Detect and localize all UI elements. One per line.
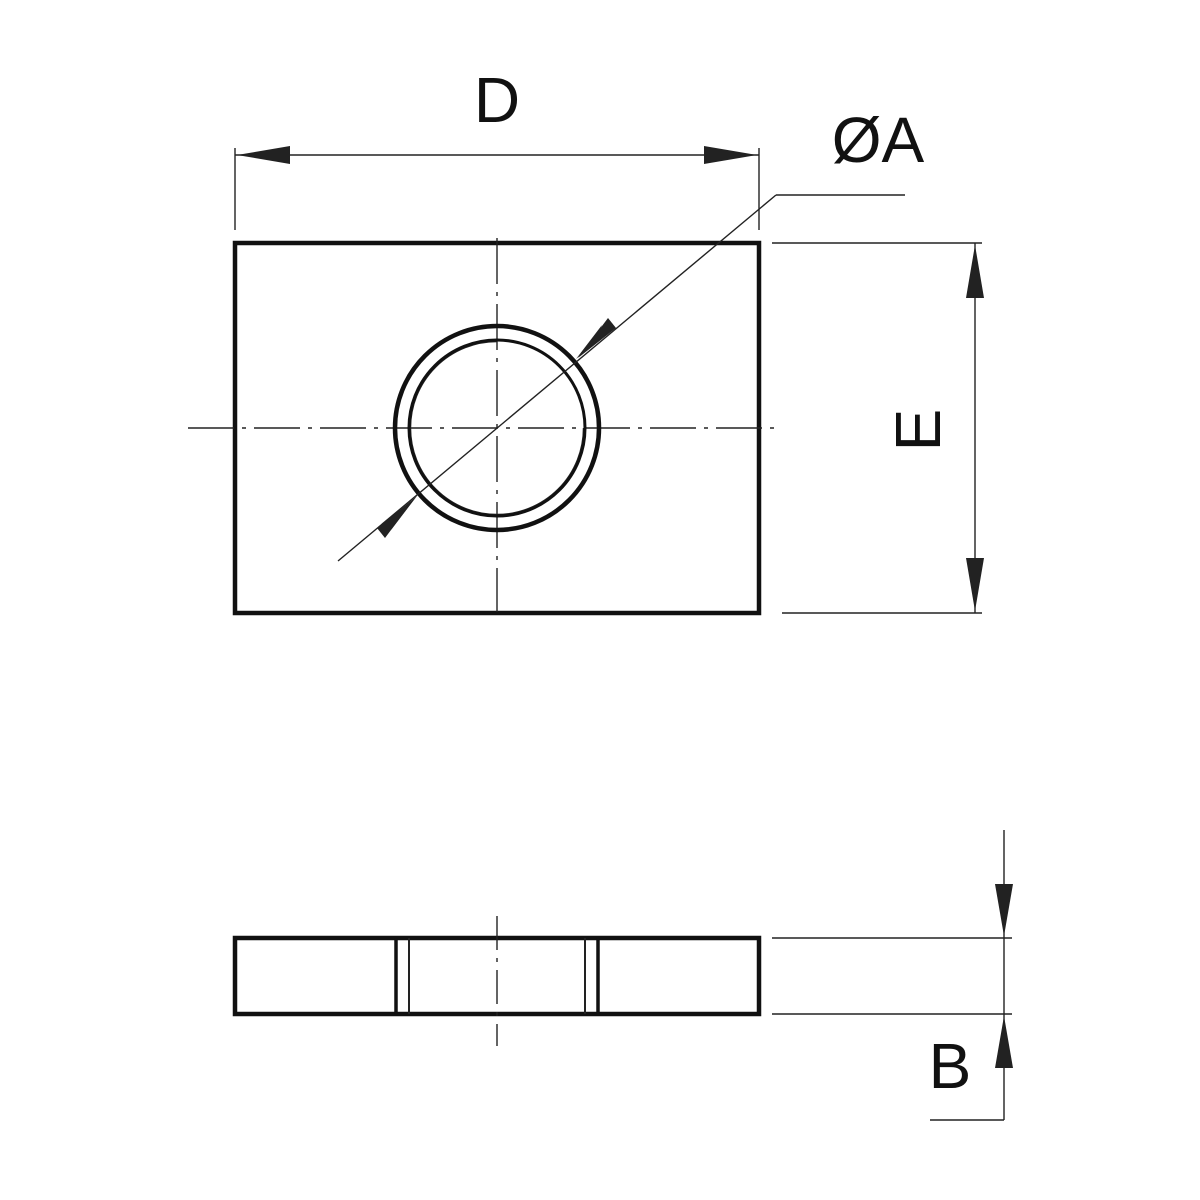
hole-outer-circle	[392, 323, 602, 533]
e-arrow-bottom	[966, 558, 984, 611]
diameter-arrow-upper-head	[578, 318, 616, 358]
diameter-arrow-lower-head	[377, 498, 415, 538]
label-d: D	[474, 64, 520, 136]
label-diameter-a: ØA	[832, 104, 925, 176]
d-arrow-left	[237, 146, 290, 164]
diameter-arrow-upper	[576, 325, 602, 359]
b-arrow-top	[995, 884, 1013, 936]
diameter-leader-line	[337, 194, 777, 562]
top-view: D ØA E	[188, 64, 984, 616]
label-e: E	[882, 409, 954, 452]
side-view: B	[232, 830, 1013, 1121]
b-arrow-bottom	[995, 1016, 1013, 1068]
label-b: B	[929, 1030, 972, 1102]
e-arrow-top	[966, 245, 984, 298]
diameter-arrow-lower	[391, 496, 417, 530]
hole-inner-circle	[407, 338, 587, 518]
d-arrow-right	[704, 146, 757, 164]
